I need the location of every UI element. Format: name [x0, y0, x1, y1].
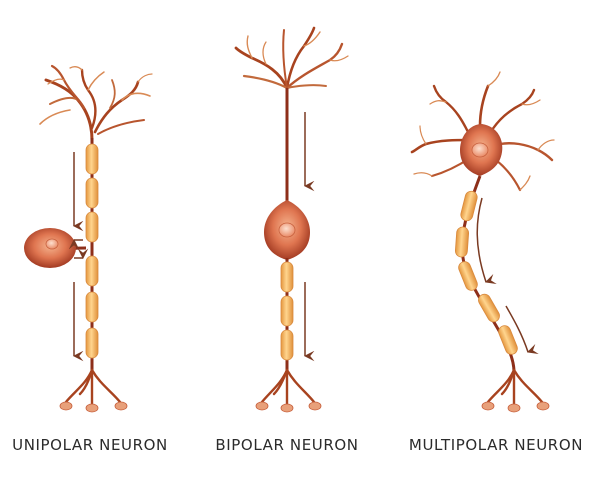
multipolar-myelin-sheath — [454, 190, 518, 355]
bipolar-synaptic-knobs — [255, 401, 322, 413]
bipolar-nucleus — [278, 222, 296, 238]
multipolar-axon-terminals — [486, 368, 544, 406]
multipolar-neuron — [410, 71, 555, 413]
bipolar-myelin-sheath — [280, 261, 294, 361]
unipolar-neuron — [24, 64, 153, 413]
unipolar-axon-terminals — [64, 368, 122, 406]
unipolar-synaptic-knobs — [59, 401, 128, 413]
unipolar-soma — [24, 228, 87, 268]
unipolar-dendrites — [39, 64, 153, 142]
bipolar-neuron-label: BIPOLAR NEURON — [215, 436, 359, 454]
multipolar-synaptic-knobs — [481, 401, 550, 413]
unipolar-myelin-sheath — [85, 143, 99, 359]
bipolar-neuron — [234, 26, 349, 413]
unipolar-flow-arrows — [68, 152, 89, 362]
multipolar-flow-arrows — [476, 197, 539, 354]
multipolar-soma — [460, 124, 503, 176]
unipolar-nucleus — [45, 238, 59, 250]
unipolar-neuron-label: UNIPOLAR NEURON — [12, 436, 168, 454]
multipolar-nucleus — [471, 142, 489, 158]
bipolar-dendrites — [234, 26, 349, 90]
bipolar-axon-terminals — [260, 368, 316, 406]
multipolar-dendrites — [410, 71, 555, 192]
bipolar-soma — [264, 200, 310, 260]
multipolar-neuron-label: MULTIPOLAR NEURON — [408, 436, 584, 454]
